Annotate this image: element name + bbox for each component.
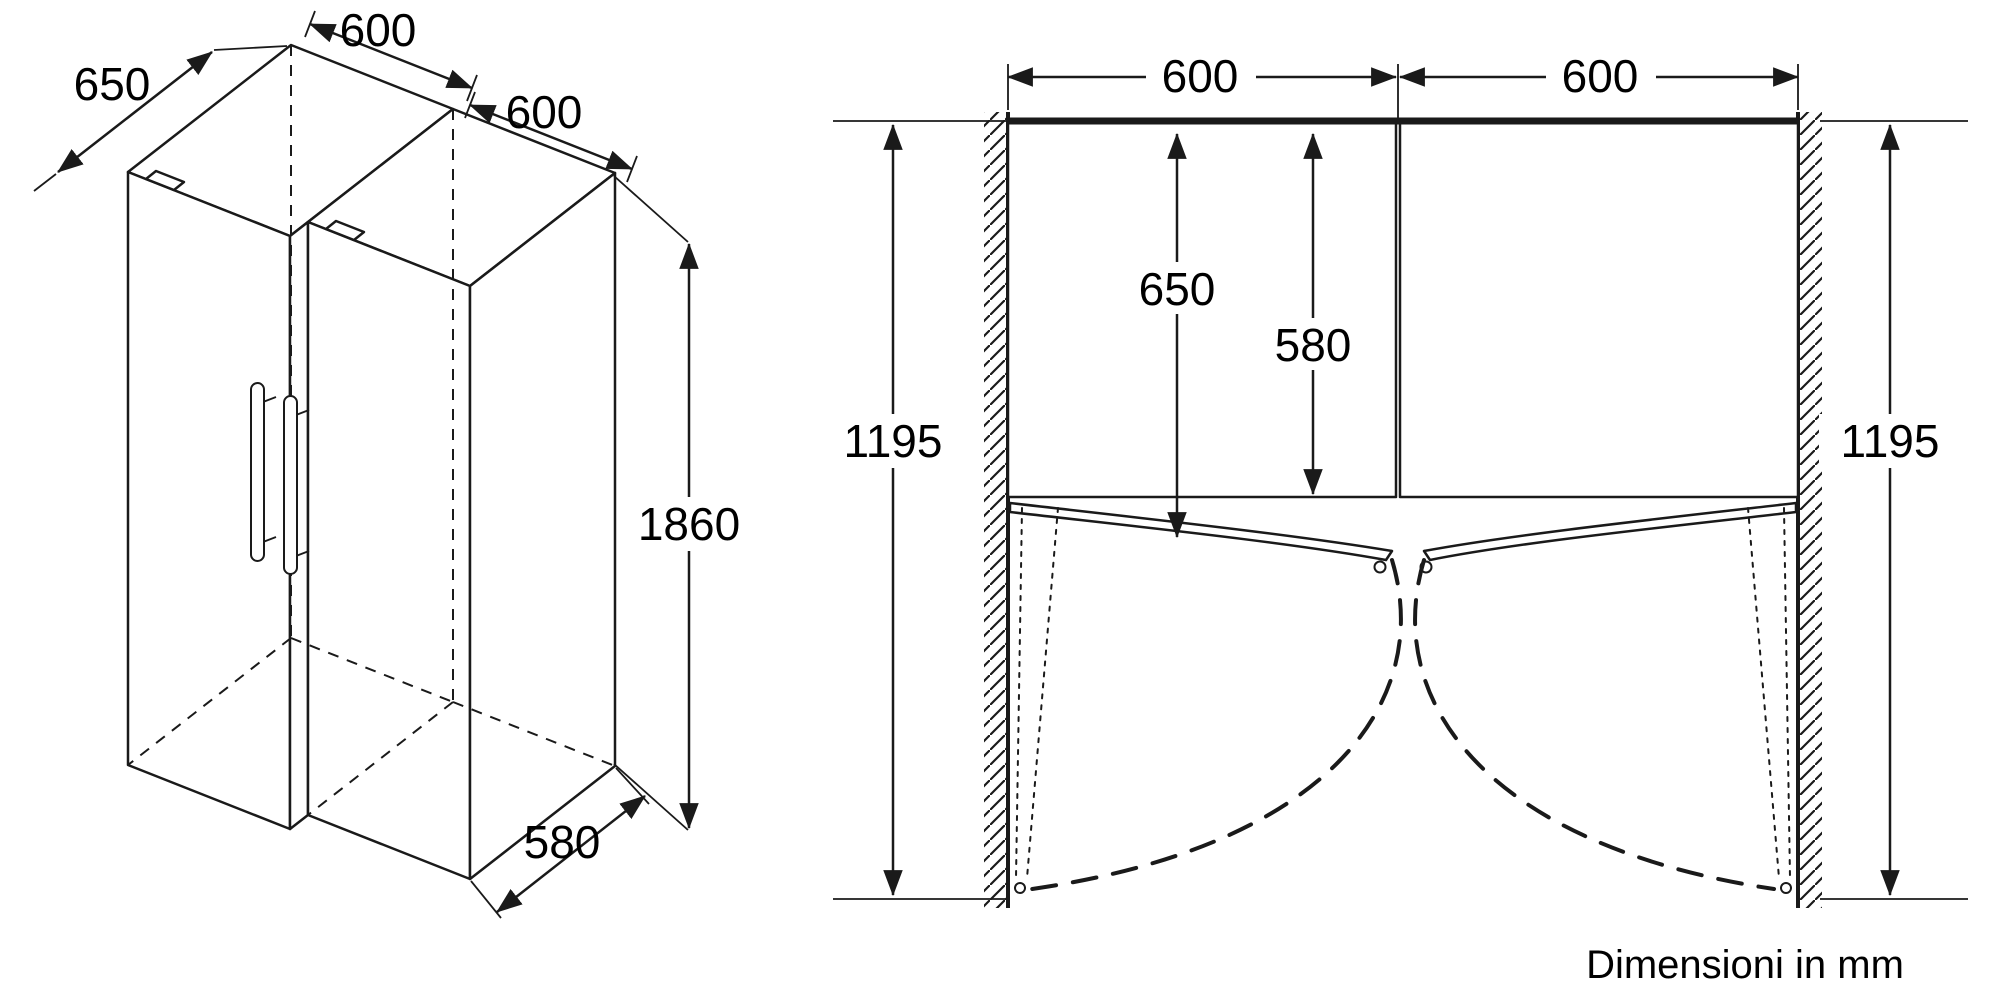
right-unit-side-face <box>468 171 617 881</box>
iso-depth-ext-upper <box>213 45 288 51</box>
plan-depth-total-label-bg <box>1121 262 1233 314</box>
right-door-top-hinge <box>324 219 366 242</box>
hidden-bottom-back-left <box>290 637 454 703</box>
clearance-right-label: 1195 <box>1841 415 1940 467</box>
iso-width-left-dim-line <box>308 22 474 90</box>
plan-width-left-label: 600 <box>1162 50 1239 102</box>
plan-width-right-label-bg <box>1546 48 1656 100</box>
left-door-swing-arc <box>1030 558 1403 891</box>
left-door-handle-plan <box>1373 560 1387 574</box>
doors-closed <box>1008 501 1798 574</box>
iso-dim-height: 1860 <box>613 175 745 831</box>
left-unit-front-face <box>126 170 292 831</box>
right-handle-stub-bottom <box>295 550 310 557</box>
left-handle-stub-top <box>262 396 277 403</box>
iso-height-label-bg <box>633 497 745 551</box>
iso-height-ext-top <box>613 175 689 243</box>
plan-depth-body-label: 580 <box>1275 319 1352 371</box>
plan-width-left-label-bg <box>1146 48 1256 100</box>
cabinet-plan <box>1006 117 1800 499</box>
iso-width-right-label: 600 <box>506 86 583 138</box>
iso-height-label: 1860 <box>638 498 740 550</box>
plan-dim-clearance-right: 1195 <box>1819 120 1968 900</box>
plan-depth-total-label: 650 <box>1139 263 1216 315</box>
left-door-open-hinge <box>1014 882 1026 894</box>
left-handle-stub-bottom <box>262 536 277 543</box>
plan-width-right-label: 600 <box>1562 50 1639 102</box>
iso-depth-ext-lower <box>33 173 57 192</box>
left-door-open-outline <box>1015 507 1059 879</box>
right-handle-stub-top <box>295 409 310 416</box>
clearance-left-label-bg <box>822 414 964 468</box>
door-handles <box>250 382 310 575</box>
right-door-open-outline <box>1747 507 1791 879</box>
plan-depth-body-label-bg <box>1257 318 1369 370</box>
cabinet-hidden-edges <box>127 45 616 816</box>
iso-depth-bottom-ext-1 <box>470 880 502 919</box>
iso-height-ext-bottom <box>613 763 689 831</box>
left-door-top-hinge <box>144 169 186 192</box>
right-door-swing-arc <box>1413 558 1776 891</box>
door-swings <box>1014 507 1792 894</box>
left-wall-hatch <box>984 112 1008 908</box>
right-door-open-hinge <box>1780 882 1792 894</box>
clearance-right-label-bg <box>1819 414 1961 468</box>
plan-dim-depth-body: 580 <box>1257 132 1369 496</box>
units-note: Dimensioni in mm <box>1586 943 1904 987</box>
left-door-handle-bar <box>250 382 265 562</box>
right-door-front <box>1422 501 1798 562</box>
clearance-left-label: 1195 <box>844 415 943 467</box>
plan-dim-width-left: 600 <box>1006 48 1399 119</box>
iso-width-left-label: 600 <box>340 4 417 56</box>
isometric-view: 650 600 600 1860 580 <box>33 4 745 919</box>
plan-dim-clearance-left: 1195 <box>822 120 1006 900</box>
hidden-bottom-depth-right <box>307 701 454 816</box>
plan-dim-width-right: 600 <box>1398 48 1800 110</box>
iso-depth-top-label: 650 <box>74 58 151 110</box>
iso-dim-depth-top: 650 <box>33 45 288 192</box>
right-unit-plan-body <box>1398 121 1800 499</box>
right-door-handle-bar <box>283 395 298 575</box>
iso-depth-bottom-label: 580 <box>524 816 601 868</box>
cabinet-faces <box>126 43 617 881</box>
iso-depth-dim-line <box>57 51 213 173</box>
right-wall-hatch <box>1798 112 1822 908</box>
hidden-bottom-back-right <box>452 701 616 767</box>
iso-depth-bottom-ext-2 <box>615 767 650 805</box>
plan-dim-depth-total: 650 <box>1121 132 1233 539</box>
iso-width-right-dim-line <box>468 103 634 171</box>
top-hinges <box>144 169 366 242</box>
right-unit-front-face <box>306 220 472 881</box>
iso-dim-depth-bottom: 580 <box>470 767 650 919</box>
hidden-bottom-depth-left <box>127 637 292 766</box>
left-door-front <box>1008 501 1394 562</box>
iso-dim-width-left: 600 <box>304 4 478 102</box>
iso-depth-bottom-dim-line <box>496 795 646 913</box>
iso-dim-width-right: 600 <box>464 86 638 183</box>
plan-view: 600 600 650 580 1195 <box>822 48 1968 908</box>
